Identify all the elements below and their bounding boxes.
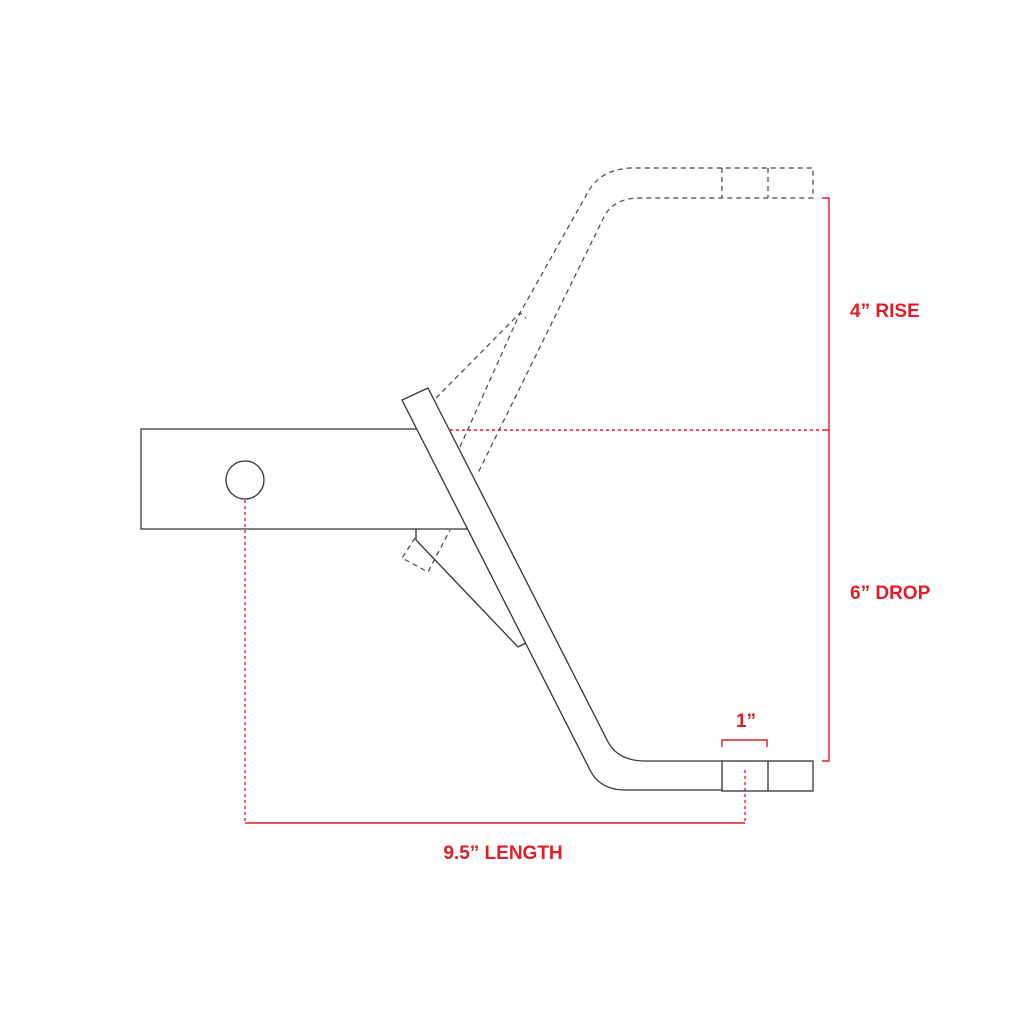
gusset <box>415 529 527 648</box>
hole-size-label: 1” <box>736 711 756 732</box>
receiver-shank <box>140 428 468 530</box>
dimension-lines <box>244 197 830 824</box>
length-label: 9.5” LENGTH <box>443 843 562 864</box>
pin-hole <box>225 460 265 500</box>
rise-label: 4” RISE <box>850 301 920 322</box>
drop-label: 6” DROP <box>850 583 931 604</box>
rise-position-outline <box>401 167 814 573</box>
drop-bar <box>401 387 814 792</box>
